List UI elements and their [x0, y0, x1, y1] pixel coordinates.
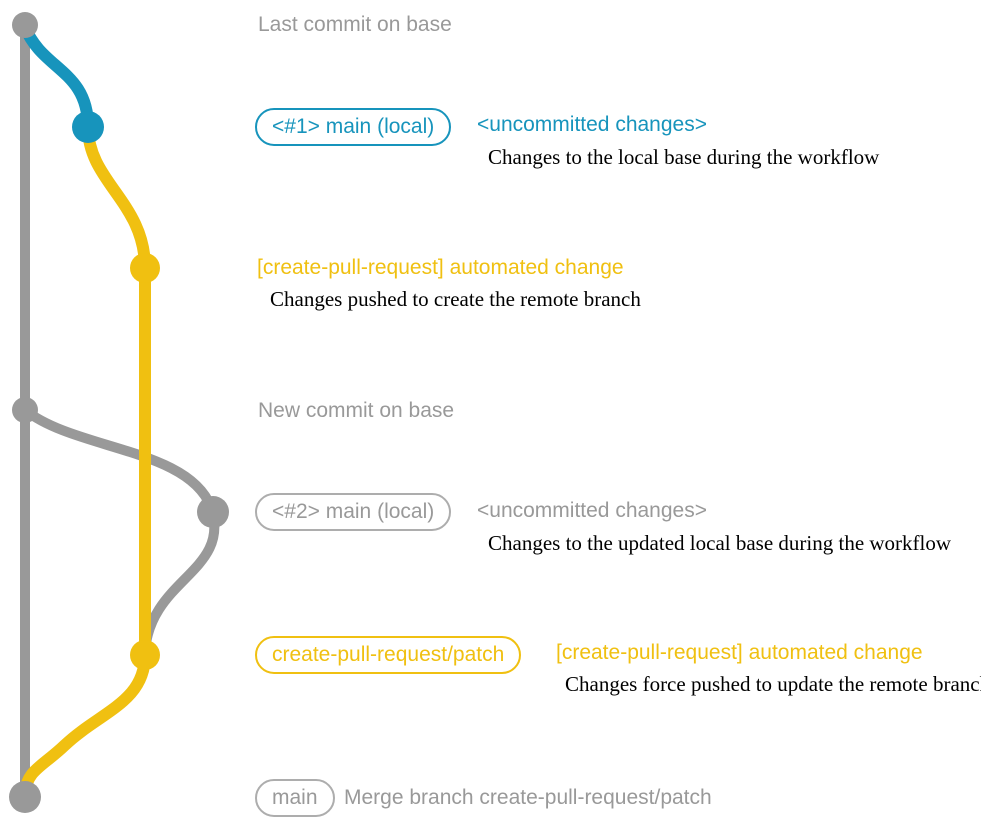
branch-pill-main: main [255, 779, 335, 817]
branch-pill-create-pull-request-patch: create-pull-request/patch [255, 636, 522, 674]
automated-commit-title-2: [create-pull-request] automated change [556, 641, 923, 664]
last-commit-label: Last commit on base [258, 13, 452, 36]
commit-node-automated-1 [130, 253, 160, 283]
commit-node-merge [9, 781, 41, 813]
branch-pill-main-local-1: <#1> main (local) [255, 108, 452, 146]
commit-node-local-main-1 [72, 111, 104, 143]
new-commit-label: New commit on base [258, 399, 455, 422]
updated-local-main-curve [21, 406, 220, 653]
uncommitted-changes-label-1: <uncommitted changes> [477, 113, 707, 136]
git-graph [9, 12, 229, 813]
automated-commit-description-2: Changes force pushed to update the remot… [565, 672, 981, 696]
commit-node-local-main-2 [197, 496, 229, 528]
remote-branch-curve-top [82, 126, 151, 269]
branch1-description: Changes to the local base during the wor… [488, 145, 880, 169]
automated-commit-title-1: [create-pull-request] automated change [257, 256, 624, 279]
commit-node-automated-2 [130, 640, 160, 670]
automated-commit-description-1: Changes pushed to create the remote bran… [270, 287, 641, 311]
branch2-description: Changes to the updated local base during… [488, 531, 952, 555]
uncommitted-changes-label-2: <uncommitted changes> [477, 499, 707, 522]
local-main-curve [19, 24, 94, 128]
merge-commit-message: Merge branch create-pull-request/patch [344, 786, 712, 809]
merge-curve [19, 654, 151, 794]
commit-node-new-base [12, 397, 38, 423]
branch-pill-main-local-2: <#2> main (local) [255, 493, 452, 531]
commit-node-last-base [12, 12, 38, 38]
